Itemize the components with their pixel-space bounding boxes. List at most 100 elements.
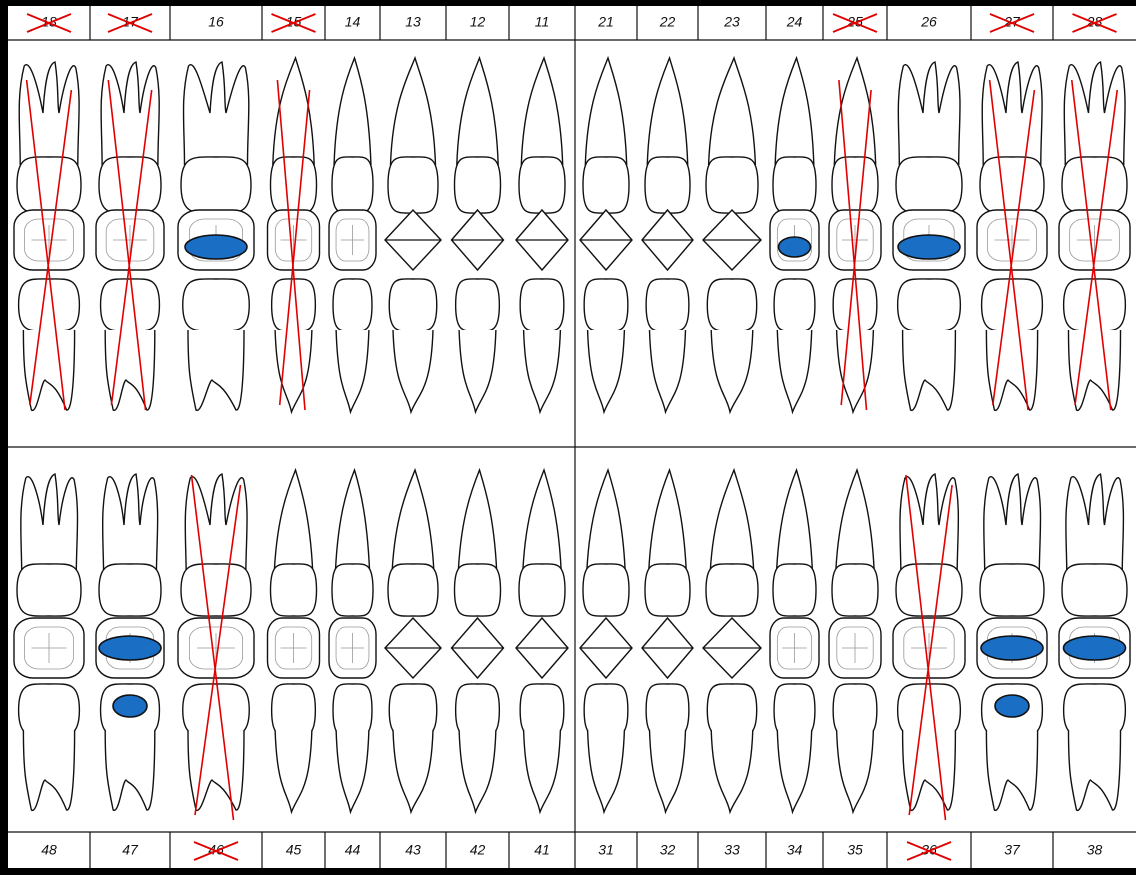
- lower-tooth-number-35: 35: [847, 842, 863, 858]
- tooth-46[interactable]: [178, 474, 254, 820]
- lower-tooth-number-44: 44: [345, 842, 361, 858]
- filling-marker[interactable]: [981, 636, 1043, 660]
- tooth-18[interactable]: [14, 62, 84, 410]
- tooth-buccal-crown: [19, 684, 80, 736]
- lower-tooth-number-37: 37: [1004, 842, 1021, 858]
- tooth-root: [101, 62, 159, 165]
- tooth-17[interactable]: [96, 62, 164, 410]
- tooth-lingual-crown: [456, 279, 500, 331]
- tooth-36[interactable]: [893, 474, 965, 820]
- lower-tooth-number-43: 43: [405, 842, 421, 858]
- tooth-buccal-crown: [389, 684, 437, 736]
- tooth-buccal-crown: [1062, 157, 1127, 213]
- tooth-lingual-crown: [520, 279, 564, 331]
- tooth-lingual-crown: [99, 564, 161, 616]
- filling-marker[interactable]: [779, 237, 811, 257]
- tooth-lingual-crown: [980, 564, 1044, 616]
- tooth-lingual-crown: [583, 564, 629, 616]
- upper-tooth-number-16: 16: [208, 14, 224, 30]
- tooth-lingual-crown: [333, 279, 372, 331]
- tooth-root: [184, 62, 249, 165]
- lower-tooth-number-42: 42: [470, 842, 486, 858]
- lower-tooth-number-32: 32: [660, 842, 676, 858]
- chart-sheet: [8, 6, 1136, 868]
- tooth-lingual-crown: [646, 279, 689, 331]
- tooth-buccal-crown: [584, 684, 628, 736]
- lower-tooth-number-31: 31: [598, 842, 614, 858]
- tooth-buccal-crown: [183, 684, 250, 736]
- tooth-lingual-crown: [584, 279, 628, 331]
- filling-marker[interactable]: [995, 695, 1029, 717]
- upper-tooth-number-11: 11: [535, 14, 550, 30]
- upper-tooth-number-13: 13: [405, 14, 421, 30]
- tooth-buccal-crown: [271, 157, 317, 213]
- tooth-lingual-crown: [519, 564, 565, 616]
- tooth-root: [1064, 62, 1125, 165]
- tooth-lingual-crown: [774, 279, 815, 331]
- tooth-buccal-crown: [896, 157, 962, 213]
- tooth-buccal-crown: [832, 157, 878, 213]
- tooth-lingual-crown: [832, 564, 878, 616]
- lower-tooth-number-41: 41: [534, 842, 550, 858]
- tooth-lingual-crown: [707, 279, 756, 331]
- tooth-root: [898, 62, 960, 165]
- tooth-lingual-crown: [896, 564, 962, 616]
- tooth-buccal-crown: [272, 684, 316, 736]
- tooth-lingual-crown: [332, 564, 373, 616]
- upper-tooth-number-14: 14: [345, 14, 361, 30]
- upper-tooth-number-24: 24: [786, 14, 803, 30]
- tooth-27[interactable]: [977, 62, 1047, 410]
- tooth-buccal-crown: [388, 157, 438, 213]
- tooth-lingual-crown: [773, 564, 816, 616]
- tooth-buccal-crown: [583, 157, 629, 213]
- tooth-root: [982, 62, 1042, 165]
- lower-tooth-number-34: 34: [787, 842, 803, 858]
- lower-tooth-number-38: 38: [1087, 842, 1103, 858]
- tooth-buccal-crown: [99, 157, 161, 213]
- tooth-lingual-crown: [101, 279, 160, 331]
- tooth-lingual-crown: [1064, 279, 1126, 331]
- tooth-buccal-crown: [645, 157, 690, 213]
- tooth-37[interactable]: [977, 474, 1047, 810]
- tooth-lingual-crown: [898, 279, 961, 331]
- filling-marker[interactable]: [113, 695, 147, 717]
- filling-marker[interactable]: [1064, 636, 1126, 660]
- tooth-buccal-crown: [181, 157, 251, 213]
- tooth-buccal-crown: [774, 684, 815, 736]
- lower-tooth-number-33: 33: [724, 842, 740, 858]
- upper-tooth-number-12: 12: [470, 14, 486, 30]
- tooth-buccal-crown: [706, 157, 758, 213]
- filling-marker[interactable]: [99, 636, 161, 660]
- upper-tooth-number-27: 27: [1003, 14, 1021, 30]
- tooth-16[interactable]: [178, 62, 254, 410]
- lower-tooth-number-48: 48: [41, 842, 57, 858]
- tooth-28[interactable]: [1059, 62, 1130, 410]
- tooth-lingual-crown: [706, 564, 758, 616]
- tooth-buccal-crown: [707, 684, 756, 736]
- tooth-26[interactable]: [893, 62, 965, 410]
- tooth-38[interactable]: [1059, 474, 1130, 810]
- upper-tooth-number-26: 26: [920, 14, 937, 30]
- tooth-root: [19, 62, 79, 165]
- tooth-lingual-crown: [455, 564, 501, 616]
- lower-tooth-number-47: 47: [122, 842, 139, 858]
- tooth-lingual-crown: [19, 279, 80, 331]
- tooth-buccal-crown: [519, 157, 565, 213]
- tooth-buccal-crown: [773, 157, 816, 213]
- tooth-48[interactable]: [14, 474, 84, 810]
- tooth-buccal-crown: [455, 157, 501, 213]
- tooth-47[interactable]: [96, 474, 164, 810]
- tooth-lingual-crown: [388, 564, 438, 616]
- tooth-buccal-crown: [898, 684, 961, 736]
- tooth-buccal-crown: [333, 684, 372, 736]
- upper-tooth-number-23: 23: [723, 14, 740, 30]
- tooth-buccal-crown: [833, 684, 877, 736]
- upper-tooth-number-22: 22: [659, 14, 676, 30]
- tooth-lingual-crown: [181, 564, 251, 616]
- tooth-buccal-crown: [456, 684, 500, 736]
- filling-marker[interactable]: [898, 235, 960, 259]
- tooth-buccal-crown: [646, 684, 689, 736]
- filling-marker[interactable]: [185, 235, 247, 259]
- tooth-lingual-crown: [982, 279, 1043, 331]
- upper-tooth-number-21: 21: [597, 14, 614, 30]
